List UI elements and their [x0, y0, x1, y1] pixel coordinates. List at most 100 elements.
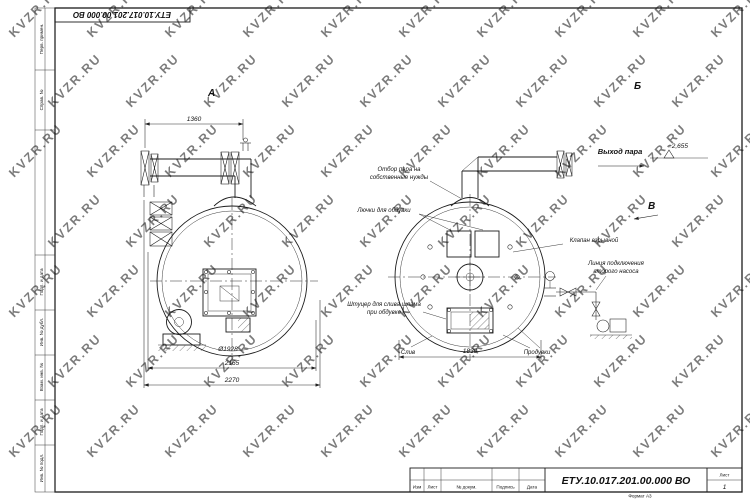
watermark-text: KVZR.RU — [201, 191, 260, 250]
tb-col-dokum: № докум. — [456, 485, 476, 490]
watermark-text: KVZR.RU — [474, 401, 533, 460]
watermark-text: KVZR.RU — [279, 331, 338, 390]
pump-motor — [609, 318, 627, 333]
direction-b-label: В — [648, 201, 655, 212]
watermark-text: KVZR.RU — [396, 0, 455, 40]
view-a-steam-pipe — [140, 137, 257, 207]
cleanout-door — [446, 307, 494, 334]
watermark-text: KVZR.RU — [708, 261, 750, 320]
elevation-value: +2,655 — [668, 143, 688, 150]
watermark-text: KVZR.RU — [396, 121, 455, 180]
annotation-text: Штуцер для слива шлама — [347, 302, 421, 308]
annotation-text: Слив — [401, 350, 415, 356]
annotation-second-pump: Линия подключения второго насоса — [587, 261, 645, 291]
watermark-text: KVZR.RU — [669, 191, 728, 250]
watermark-text: KVZR.RU — [357, 331, 416, 390]
annotation-text: собственные нужды — [370, 175, 429, 181]
watermark-text: KVZR.RU — [435, 331, 494, 390]
watermark-text: KVZR.RU — [162, 401, 221, 460]
annotation-sludge: Штуцер для слива шлама при обдувке — [347, 302, 447, 320]
stamp-label: Инв. № подл. — [39, 454, 44, 483]
annotation-text: Продувки — [524, 350, 551, 356]
annotation-text: при обдувке — [367, 310, 402, 316]
annotation-blowdown: Продувки — [502, 327, 551, 356]
tb-col-data: Дата — [527, 485, 538, 490]
watermark-text: KVZR.RU — [84, 0, 143, 40]
pressure-gauge — [545, 271, 555, 281]
left-margin-stamps: Перв. примен. Справ. № Подп. и дата Инв.… — [39, 24, 44, 483]
watermark-text: KVZR.RU — [318, 121, 377, 180]
watermark-text: KVZR.RU — [201, 51, 260, 110]
annotation-text: второго насоса — [593, 269, 639, 275]
tb-format: Формат А3 — [628, 494, 652, 499]
watermark-text: KVZR.RU — [669, 331, 728, 390]
annotation-explosion-valve: Клапан взрывной — [512, 237, 619, 253]
stamp-label: Справ. № — [39, 90, 44, 111]
dim-2270: 2270 — [224, 377, 240, 384]
support-brackets — [149, 201, 173, 247]
tb-designation: ЕТУ.10.017.201.00.000 ВО — [562, 475, 691, 487]
pump — [596, 319, 610, 333]
title-block: Изм Лист № докум. Подпись Дата ЕТУ.10.01… — [409, 467, 743, 499]
watermark-text: KVZR.RU — [357, 51, 416, 110]
view-a-dim-bottom: 2270 — [143, 200, 321, 388]
watermark-text: KVZR.RU — [162, 0, 221, 40]
view-a-label: А — [207, 88, 215, 99]
watermark-text: KVZR.RU — [552, 0, 611, 40]
stamp-label: Подп. и дата — [39, 408, 44, 436]
center-fitting — [455, 262, 485, 292]
view-b-steam-pipe — [450, 150, 573, 207]
watermark-layer: KVZR.RU KVZR.RU KVZR.RU KVZR.RU KVZR.RU KVZR.… — [6, 0, 750, 460]
watermark-text: KVZR.RU — [513, 51, 572, 110]
view-a-dim-top: 1360 — [144, 116, 244, 148]
tb-col-podpis: Подпись — [496, 485, 515, 490]
watermark-text: KVZR.RU — [591, 51, 650, 110]
watermark-text: KVZR.RU — [630, 401, 689, 460]
stamp-label: Подп. и дата — [39, 268, 44, 296]
tb-sheet-value: 1 — [723, 484, 727, 491]
watermark-text: KVZR.RU — [630, 0, 689, 40]
watermark-text: KVZR.RU — [84, 401, 143, 460]
watermark-text: KVZR.RU — [84, 121, 143, 180]
watermark-text: KVZR.RU — [396, 261, 455, 320]
watermark-text: KVZR.RU — [45, 191, 104, 250]
watermark-text: KVZR.RU — [45, 331, 104, 390]
stamp-label: Перв. примен. — [39, 24, 44, 55]
bolt-circles — [420, 244, 520, 310]
watermark-text: KVZR.RU — [591, 331, 650, 390]
watermark-text: KVZR.RU — [318, 401, 377, 460]
valve-symbol-2 — [591, 301, 601, 317]
watermark-text: KVZR.RU — [240, 401, 299, 460]
watermark-text: KVZR.RU — [6, 0, 65, 40]
watermark-text: KVZR.RU — [435, 51, 494, 110]
view-b-label: Б — [634, 81, 641, 92]
watermark-text: KVZR.RU — [162, 261, 221, 320]
steam-out-label: Выход пара — [598, 147, 643, 156]
watermark-text: KVZR.RU — [6, 261, 65, 320]
dim-diameter: Ø1928 — [217, 346, 238, 353]
watermark-text: KVZR.RU — [318, 0, 377, 40]
watermark-text: KVZR.RU — [240, 121, 299, 180]
watermark-text: KVZR.RU — [123, 51, 182, 110]
watermark-text: KVZR.RU — [474, 0, 533, 40]
watermark-text: KVZR.RU — [708, 401, 750, 460]
watermark-text: KVZR.RU — [669, 51, 728, 110]
watermark-text: KVZR.RU — [708, 0, 750, 40]
watermark-text: KVZR.RU — [279, 51, 338, 110]
top-stamp-designation: ЕТУ.10.017.201.00.000 ВО — [72, 10, 171, 19]
view-a: А — [140, 88, 321, 388]
burner-blower — [158, 309, 206, 351]
annotation-text: Клапан взрывной — [570, 237, 619, 244]
dim-1360: 1360 — [187, 116, 202, 123]
annotation-text: Линия подключения — [587, 261, 644, 267]
watermark-text: KVZR.RU — [513, 191, 572, 250]
top-stamp: ЕТУ.10.017.201.00.000 ВО — [54, 7, 191, 23]
elevation-mark: +2,655 — [650, 143, 708, 159]
watermark-text: KVZR.RU — [45, 51, 104, 110]
watermark-text: KVZR.RU — [123, 191, 182, 250]
direction-b-arrow — [633, 214, 659, 220]
watermark-text: KVZR.RU — [357, 191, 416, 250]
annotation-hatches: Лючки для обдувки — [356, 208, 484, 232]
watermark-text: KVZR.RU — [240, 0, 299, 40]
